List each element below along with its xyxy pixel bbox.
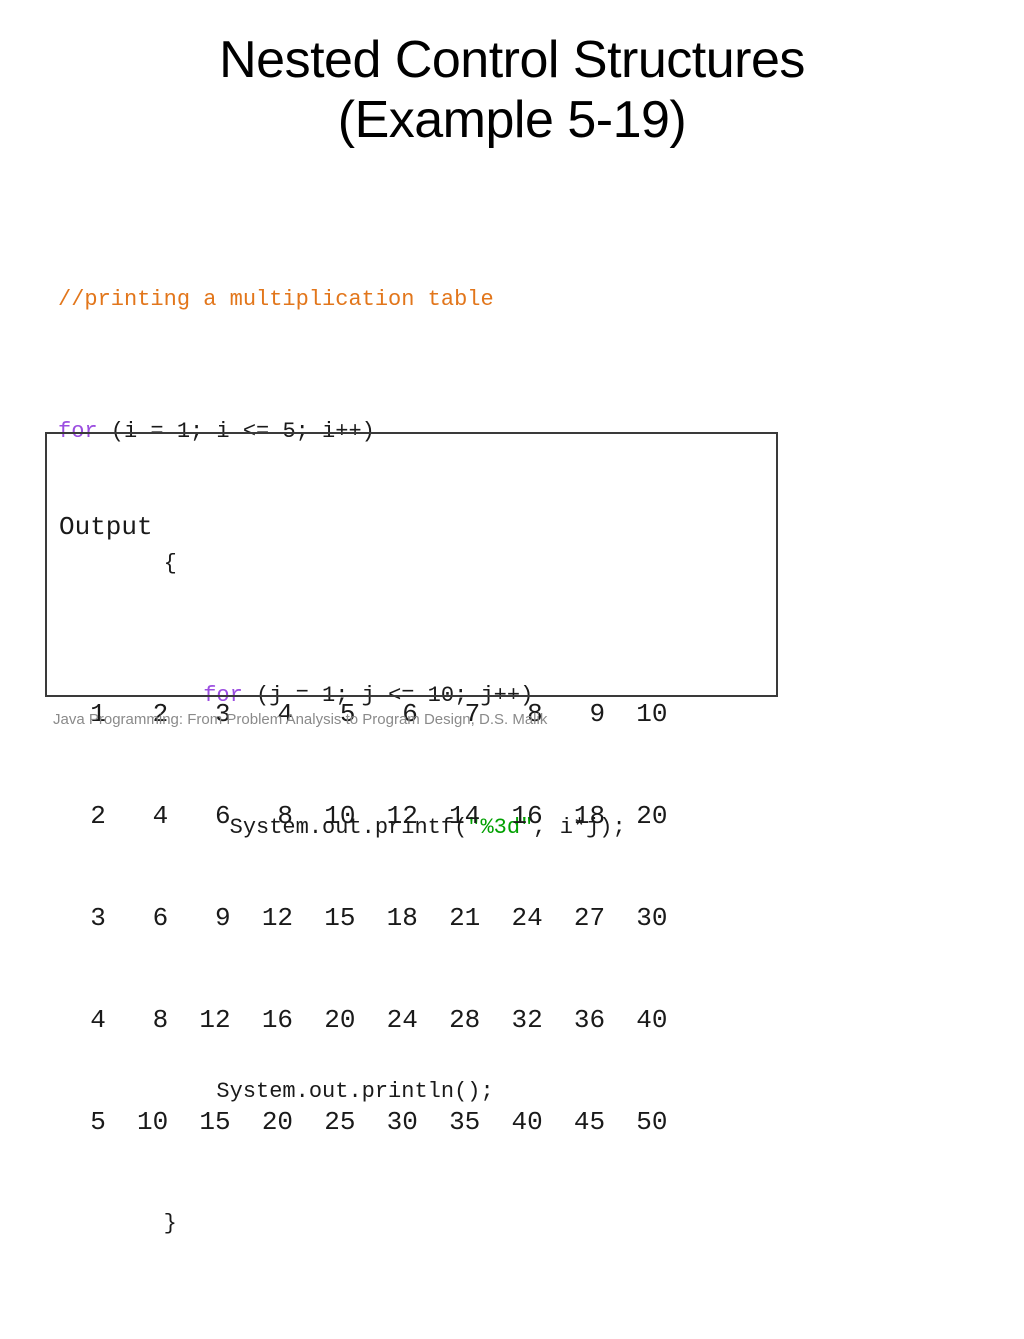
output-row-3: 3 6 9 12 15 18 21 24 27 30 xyxy=(59,903,668,933)
page-title: Nested Control Structures (Example 5-19) xyxy=(0,30,1024,151)
title-line-1: Nested Control Structures xyxy=(219,31,805,89)
code-line-outer-for: for (i = 1; i <= 5; i++) xyxy=(58,415,626,448)
code-line-close-brace: } xyxy=(58,1207,626,1240)
output-box: Output 1 2 3 4 5 6 7 8 9 10 2 4 6 8 10 1… xyxy=(45,432,778,1137)
code-keyword-for-outer: for xyxy=(58,419,98,444)
output-row-1: 1 2 3 4 5 6 7 8 9 10 xyxy=(59,699,668,729)
code-outer-for-rest: (i = 1; i <= 5; i++) xyxy=(97,419,375,444)
code-line-open-brace: { xyxy=(58,547,626,580)
code-comment-token: //printing a multiplication table xyxy=(58,287,494,312)
output-label: Output xyxy=(59,512,153,542)
code-open-brace-token: { xyxy=(58,551,177,576)
output-row-4: 4 8 12 16 20 24 28 32 36 40 xyxy=(59,1005,668,1035)
slide-canvas: Nested Control Structures (Example 5-19)… xyxy=(0,30,1024,1236)
title-line-2: (Example 5-19) xyxy=(337,91,687,150)
footer-attribution: Java Programming: From Problem Analysis … xyxy=(53,711,548,728)
output-spacer xyxy=(59,612,668,629)
code-close-brace-token: } xyxy=(58,1211,177,1236)
code-line-comment: //printing a multiplication table xyxy=(58,283,626,316)
output-row-2: 2 4 6 8 10 12 14 16 18 20 xyxy=(59,801,668,831)
output-content: Output 1 2 3 4 5 6 7 8 9 10 2 4 6 8 10 1… xyxy=(59,442,668,1207)
output-row-5: 5 10 15 20 25 30 35 40 45 50 xyxy=(59,1107,668,1137)
